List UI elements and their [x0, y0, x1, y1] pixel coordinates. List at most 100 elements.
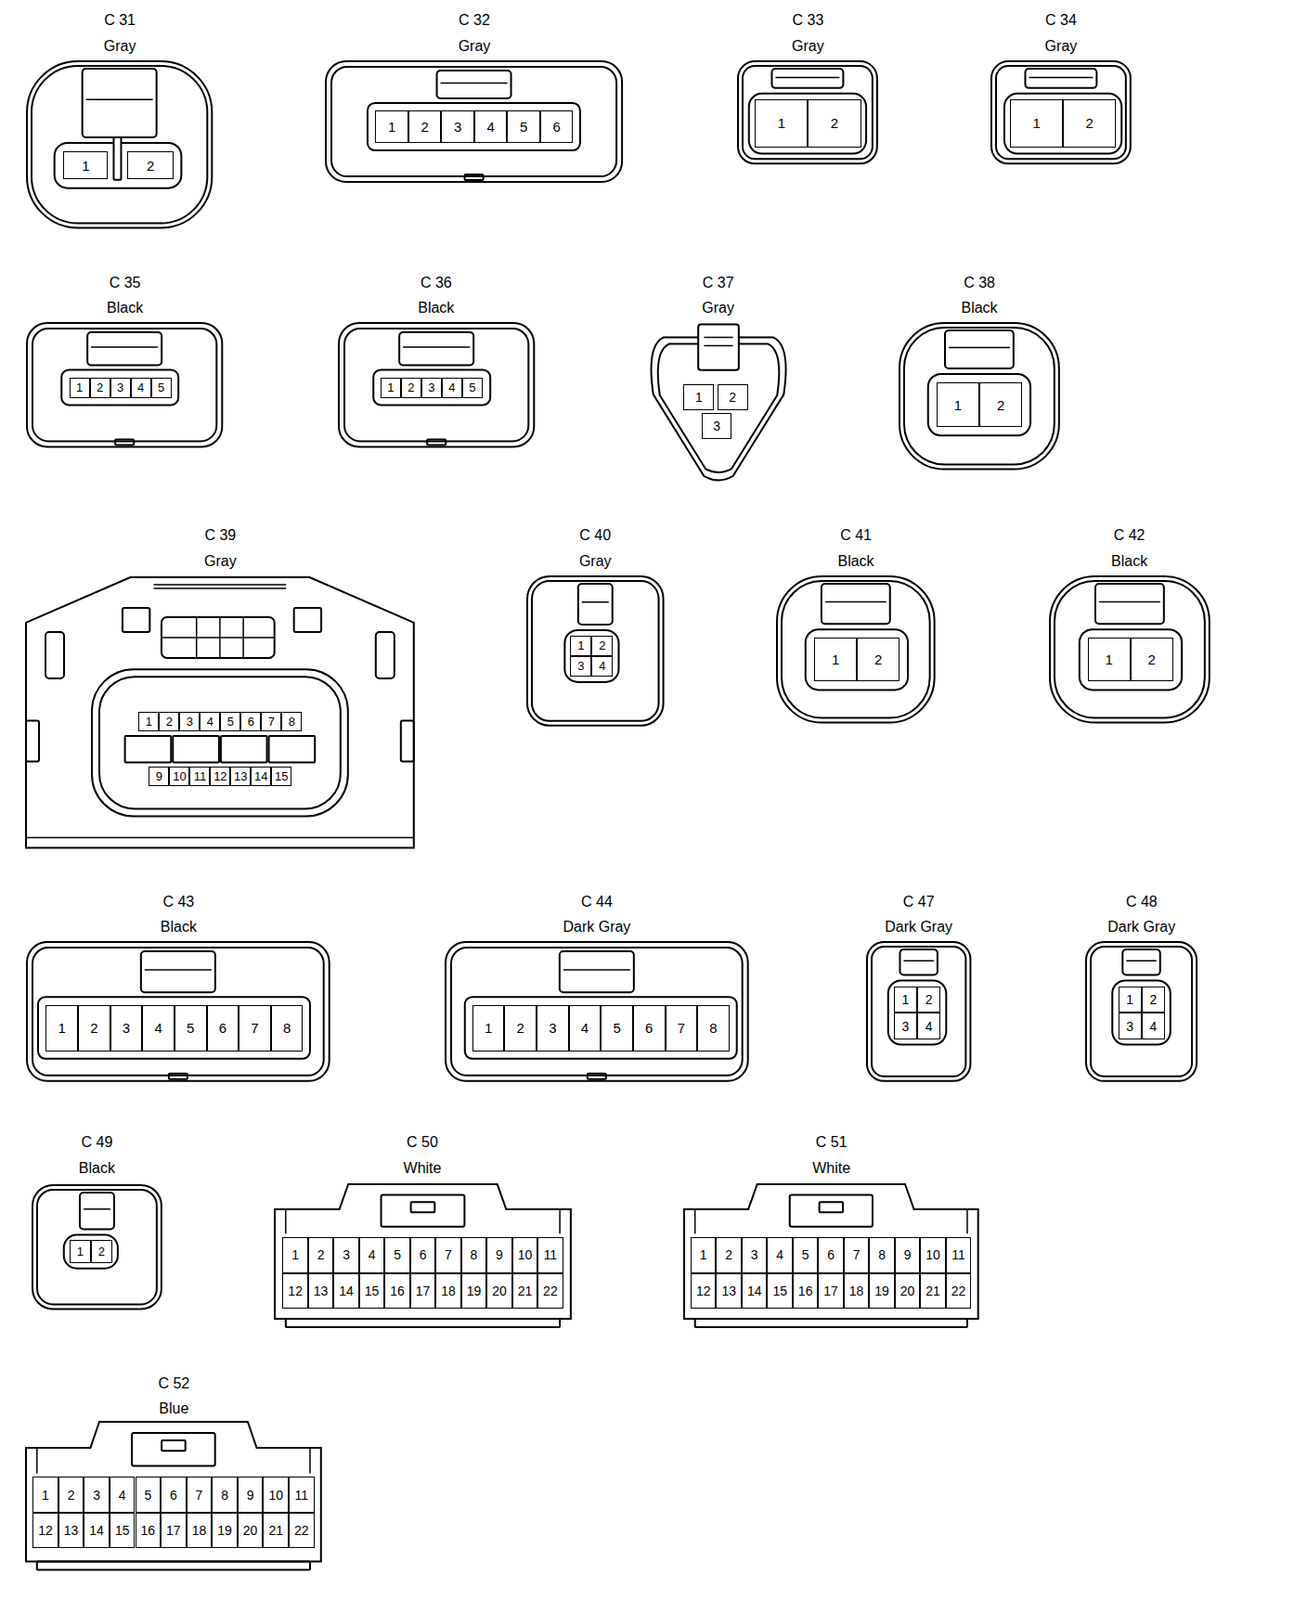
pin-number: 3 [342, 1248, 350, 1262]
pin-cell: 8 [461, 1237, 487, 1273]
pin-number: 8 [470, 1248, 479, 1262]
pin-number: 13 [233, 770, 247, 783]
pin-cell: 4 [199, 711, 220, 732]
pin-number: 2 [90, 1021, 98, 1036]
pin-cell: 15 [766, 1273, 792, 1309]
connector-outline [867, 942, 971, 1082]
pin-number: 1 [777, 116, 786, 130]
connector-outline [437, 70, 512, 99]
connector-outline [401, 720, 415, 762]
pin-number: 13 [64, 1524, 79, 1538]
connector-outline [928, 374, 1031, 436]
pin-number: 3 [453, 119, 462, 134]
pin-number: 9 [246, 1488, 255, 1502]
pin-number: 7 [444, 1248, 453, 1262]
connector-outline [1049, 576, 1210, 724]
connector-outline [91, 669, 349, 816]
pin-number: 12 [213, 770, 227, 783]
pin-number: 3 [577, 659, 584, 673]
pin-number: 5 [227, 715, 234, 728]
pin-number: 22 [951, 1284, 967, 1298]
connector-outline [86, 98, 154, 101]
connector-code: C 37 [646, 270, 791, 296]
pin-cell: 21 [262, 1513, 289, 1549]
connector-outline [373, 370, 491, 406]
connector-outline [122, 608, 150, 633]
pin-cell: 3 [110, 1005, 143, 1053]
pin-cell: 1 [282, 1237, 308, 1273]
connector-code: C 31 [25, 7, 214, 33]
pin-cell: 1 [569, 635, 592, 657]
pin-number: 6 [169, 1488, 178, 1502]
housing-color: Dark Gray [1084, 914, 1199, 940]
pin-number: 1 [577, 639, 584, 652]
pin-cell: 14 [83, 1513, 110, 1549]
pin-number: 3 [186, 715, 194, 728]
pin-cell: 7 [435, 1237, 461, 1273]
pin-cell: 4 [569, 1005, 602, 1053]
pin-number: 16 [798, 1284, 814, 1298]
housing-color: White [683, 1155, 980, 1181]
connector-housing: C 34Gray12 [989, 7, 1133, 166]
pin-cell: 5 [151, 377, 172, 399]
connector-outline [781, 581, 931, 719]
connector-housing: C 42Black12 [1048, 522, 1212, 725]
pin-cell: 1 [63, 151, 108, 181]
pin-number: 2 [996, 398, 1005, 413]
pin-cell: 6 [160, 1476, 187, 1513]
pin-number: 6 [552, 119, 560, 134]
connector-outline [684, 1184, 979, 1328]
connector-code: C 32 [323, 7, 624, 33]
connector-outline [410, 1202, 435, 1213]
pin-cell: 8 [281, 711, 302, 732]
pin-number: 8 [288, 715, 296, 728]
connector-housing: C 51White1234567891011121314151617181920… [683, 1129, 980, 1329]
connector-outline [996, 65, 1126, 159]
pin-cell: 20 [237, 1513, 264, 1549]
pin-cell: 5 [600, 1005, 634, 1053]
connector-outline [703, 337, 733, 347]
pin-cell: 21 [512, 1273, 538, 1309]
connector-outline [83, 1208, 111, 1211]
pin-number: 1 [901, 993, 909, 1007]
pin-cell: 5 [384, 1237, 410, 1273]
connector-outline [274, 1184, 571, 1320]
pin-cell: 18 [435, 1273, 461, 1309]
pin-cell: 3 [421, 377, 442, 399]
pin-cell: 5 [219, 711, 241, 732]
connector-outline [31, 65, 208, 224]
pin-cell: 22 [537, 1273, 563, 1309]
pin-cell: 1 [1009, 99, 1063, 149]
pin-number: 4 [581, 1021, 589, 1036]
connector-code: C 34 [989, 7, 1133, 33]
pin-number: 11 [951, 1248, 966, 1262]
pin-cell: 8 [211, 1476, 238, 1513]
connector-outline [32, 1185, 162, 1309]
pin-number: 2 [98, 1245, 105, 1258]
connector-outline [903, 960, 933, 963]
pin-number: 6 [219, 1021, 227, 1036]
pin-number: 22 [294, 1524, 310, 1538]
connector-outline [527, 576, 664, 726]
pin-cell: 2 [715, 1237, 741, 1273]
pin-number: 2 [925, 993, 933, 1007]
housing-color: Dark Gray [865, 914, 972, 940]
pin-cell: 19 [211, 1513, 238, 1549]
pin-cell: 4 [474, 110, 507, 143]
pin-cell: 17 [410, 1273, 436, 1309]
pin-number: 11 [543, 1248, 558, 1262]
pin-cell: 10 [512, 1237, 538, 1273]
pin-number: 5 [468, 381, 476, 394]
connector-outline [25, 59, 214, 231]
pin-number: 4 [598, 659, 606, 673]
pin-cell: 3 [83, 1476, 110, 1513]
connector-outline [821, 583, 891, 624]
connector-outline [742, 65, 873, 159]
pin-number: 16 [389, 1284, 405, 1298]
pin-number: 2 [724, 1248, 733, 1262]
pin-number: 5 [802, 1248, 810, 1262]
pin-cell: 4 [1141, 1012, 1165, 1040]
connector-outline [737, 61, 878, 164]
pin-number: 2 [1150, 993, 1158, 1007]
connector-outline [32, 1185, 162, 1309]
